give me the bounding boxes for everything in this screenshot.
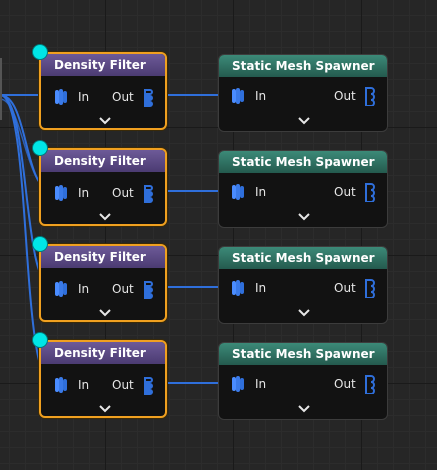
in-pin-label: In [255, 185, 267, 199]
out-pin-icon[interactable] [141, 183, 155, 203]
chevron-down-icon[interactable] [297, 309, 311, 317]
out-pin-label: Out [334, 281, 356, 295]
exec-dot-icon[interactable] [33, 237, 47, 251]
out-pin-label: Out [112, 378, 134, 392]
in-pin-label: In [255, 89, 267, 103]
exec-dot-icon[interactable] [33, 45, 47, 59]
static-mesh-spawner-node-3[interactable]: Static Mesh Spawner In Out [218, 246, 388, 324]
out-pin-icon[interactable] [141, 375, 155, 395]
out-pin-label: Out [112, 186, 134, 200]
in-pin-icon[interactable] [231, 374, 245, 394]
out-pin-icon[interactable] [362, 86, 376, 106]
density-filter-node-3[interactable]: Density Filter In Out [39, 244, 167, 322]
in-pin-label: In [78, 282, 90, 296]
chevron-down-icon[interactable] [297, 117, 311, 125]
in-pin-icon[interactable] [54, 375, 68, 395]
out-pin-label: Out [334, 377, 356, 391]
static-mesh-spawner-node-2[interactable]: Static Mesh Spawner In Out [218, 150, 388, 228]
node-title: Static Mesh Spawner [219, 151, 387, 173]
node-title: Density Filter [41, 246, 165, 268]
out-pin-label: Out [334, 89, 356, 103]
node-title: Static Mesh Spawner [219, 247, 387, 269]
in-pin-label: In [78, 90, 90, 104]
in-pin-icon[interactable] [54, 183, 68, 203]
node-title: Static Mesh Spawner [219, 343, 387, 365]
node-title: Density Filter [41, 150, 165, 172]
density-filter-node-2[interactable]: Density Filter In Out [39, 148, 167, 226]
chevron-down-icon[interactable] [297, 405, 311, 413]
out-pin-icon[interactable] [362, 374, 376, 394]
in-pin-label: In [78, 186, 90, 200]
in-pin-icon[interactable] [231, 86, 245, 106]
exec-dot-icon[interactable] [33, 141, 47, 155]
chevron-down-icon[interactable] [98, 213, 112, 221]
out-pin-icon[interactable] [362, 182, 376, 202]
offscreen-node-edge [0, 58, 2, 120]
chevron-down-icon[interactable] [98, 309, 112, 317]
out-pin-icon[interactable] [141, 279, 155, 299]
chevron-down-icon[interactable] [98, 117, 112, 125]
in-pin-icon[interactable] [231, 278, 245, 298]
density-filter-node-1[interactable]: Density Filter In Out [39, 52, 167, 130]
out-pin-label: Out [112, 90, 134, 104]
out-pin-icon[interactable] [141, 87, 155, 107]
in-pin-icon[interactable] [54, 279, 68, 299]
node-title: Density Filter [41, 54, 165, 76]
out-pin-icon[interactable] [362, 278, 376, 298]
node-title: Density Filter [41, 342, 165, 364]
chevron-down-icon[interactable] [297, 213, 311, 221]
exec-dot-icon[interactable] [33, 333, 47, 347]
static-mesh-spawner-node-1[interactable]: Static Mesh Spawner In Out [218, 54, 388, 132]
node-title: Static Mesh Spawner [219, 55, 387, 77]
static-mesh-spawner-node-4[interactable]: Static Mesh Spawner In Out [218, 342, 388, 420]
in-pin-icon[interactable] [54, 87, 68, 107]
out-pin-label: Out [112, 282, 134, 296]
out-pin-label: Out [334, 185, 356, 199]
in-pin-icon[interactable] [231, 182, 245, 202]
in-pin-label: In [78, 378, 90, 392]
density-filter-node-4[interactable]: Density Filter In Out [39, 340, 167, 418]
in-pin-label: In [255, 281, 267, 295]
in-pin-label: In [255, 377, 267, 391]
chevron-down-icon[interactable] [98, 405, 112, 413]
